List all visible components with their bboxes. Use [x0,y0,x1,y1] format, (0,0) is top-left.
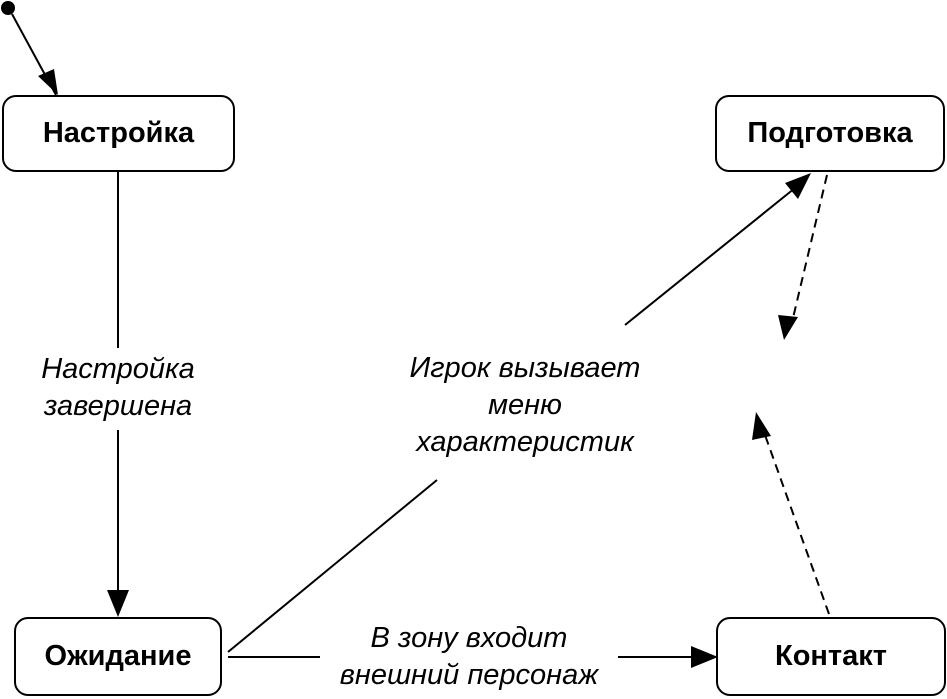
label-line: Игрок вызывает [409,352,641,384]
label-line: характеристик [416,426,634,458]
waiting-to-contact-arrowhead [691,646,718,668]
state-waiting: Ожидание [14,617,222,696]
waiting-to-prep-line-lower [227,479,438,653]
prep-return-dashed-line [792,174,828,319]
label-line: завершена [43,390,193,422]
initial-state-dot [1,1,15,15]
initial-arrowhead [38,69,58,95]
transition-label-player-menu: Игрок вызывает меню характеристик [385,350,665,461]
label-line: меню [488,389,562,421]
transition-label-character-enters: В зону входит внешний персонаж [318,620,620,694]
contact-dashed-arrowhead [752,412,771,440]
label-line: внешний персонаж [339,659,599,691]
state-contact: Контакт [716,617,946,696]
setup-to-waiting-arrowhead [107,590,129,617]
label-line: Настройка [41,353,195,385]
prep-return-arrowhead [778,315,798,340]
waiting-to-prep-arrowhead [785,173,811,199]
contact-dashed-line [764,434,830,615]
waiting-to-prep-line-upper [624,187,796,326]
label-line: В зону входит [370,622,568,654]
state-preparation: Подготовка [715,95,945,172]
state-setup: Настройка [2,95,235,172]
transition-label-setup-done: Настройка завершена [18,351,218,425]
